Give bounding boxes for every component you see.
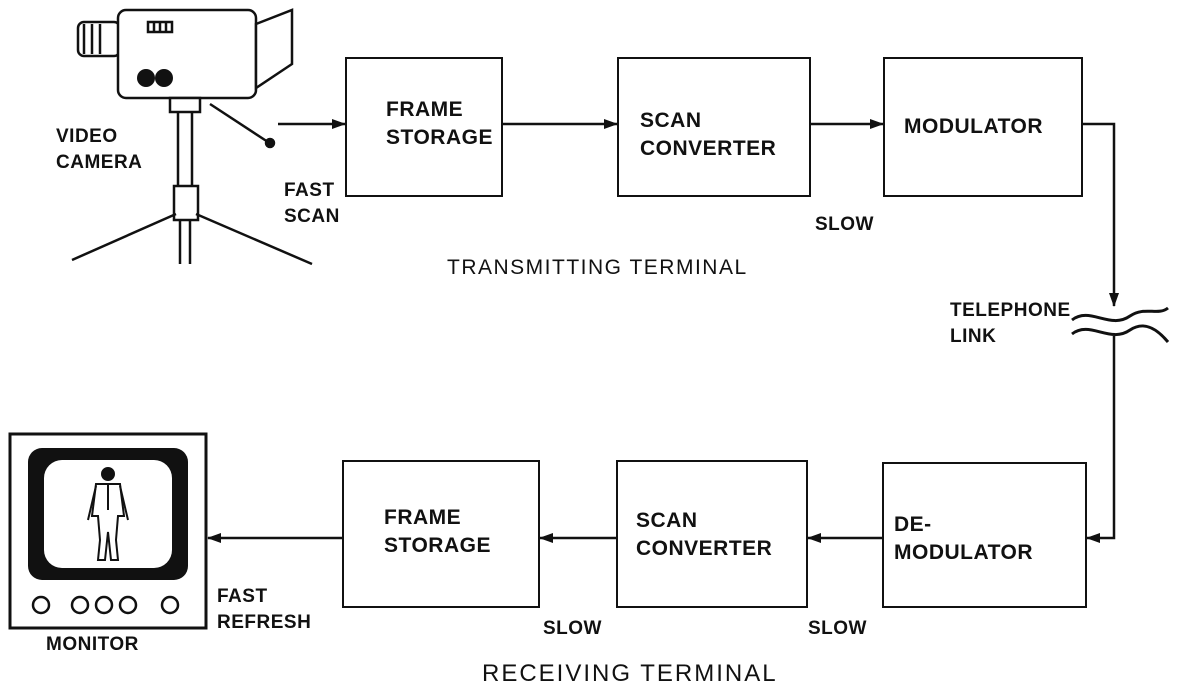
rx-frame-storage-label: FRAME STORAGE — [384, 504, 491, 560]
video-camera-label: VIDEO CAMERA — [56, 124, 142, 176]
telephone-link-label: TELEPHONE LINK — [950, 298, 1071, 350]
tx-frame-storage-label: FRAME STORAGE — [386, 96, 493, 152]
camera-lens-icon — [137, 69, 155, 87]
monitor-icon — [10, 434, 206, 628]
tx-scan-converter-label: SCAN CONVERTER — [640, 107, 776, 163]
arrow-modulator-to-link — [1083, 124, 1114, 306]
transmitting-terminal-title: TRANSMITTING TERMINAL — [447, 256, 748, 280]
rx-slow-right-label: SLOW — [808, 616, 867, 642]
fast-refresh-label: FAST REFRESH — [217, 584, 311, 636]
receiving-terminal-title: RECEIVING TERMINAL — [482, 660, 778, 688]
camera-lens-icon — [155, 69, 173, 87]
rx-demodulator-label: DE- MODULATOR — [894, 511, 1033, 567]
arrow-link-to-demodulator — [1087, 336, 1114, 538]
tx-slow-label: SLOW — [815, 212, 874, 238]
monitor-label: MONITOR — [46, 632, 139, 658]
rx-slow-left-label: SLOW — [543, 616, 602, 642]
tx-modulator-label: MODULATOR — [904, 113, 1043, 141]
fast-scan-label: FAST SCAN — [284, 178, 340, 230]
rx-scan-converter-label: SCAN CONVERTER — [636, 507, 772, 563]
telephone-link-break-icon — [1072, 308, 1168, 342]
